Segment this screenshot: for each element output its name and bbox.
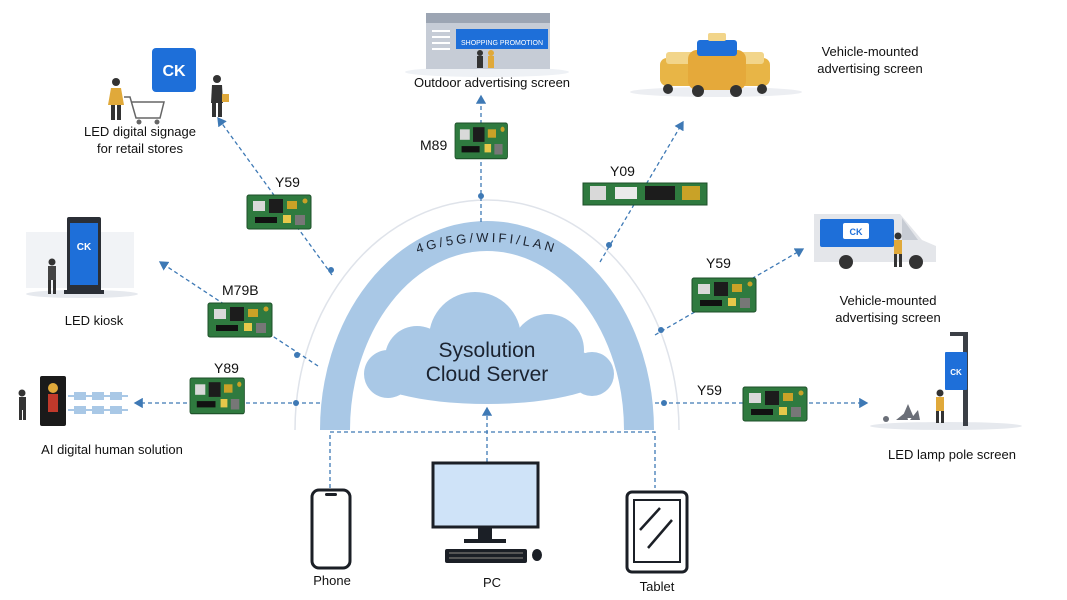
person-icon (18, 376, 128, 426)
controller-label-m89: M89 (420, 137, 447, 153)
kiosk-brand-logo: CK (77, 242, 92, 253)
app-label-kiosk: LED kiosk (65, 313, 124, 328)
taxi-icon (630, 33, 802, 97)
controller-board-icon (742, 386, 808, 422)
connector-device-bus (329, 431, 656, 488)
connector-vehicle-top (599, 120, 684, 263)
kiosk-icon: CK (26, 217, 138, 298)
outdoor-sign-text: SHOPPING PROMOTION (461, 40, 543, 47)
network-arc (320, 221, 654, 431)
app-label-vehicle-top-line1: Vehicle-mounted (822, 44, 919, 59)
device-label-tablet: Tablet (640, 579, 675, 594)
outer-range-arc (294, 199, 680, 431)
controller-label-y59-top-left: Y59 (275, 174, 300, 190)
device-label-pc: PC (483, 575, 501, 590)
app-label-lamp-pole: LED lamp pole screen (888, 447, 1016, 462)
lamp-brand-logo: CK (950, 368, 962, 377)
controller-label-y89: Y89 (214, 360, 239, 376)
cloud-icon (364, 292, 614, 404)
lamp-pole-icon: CK (870, 332, 1022, 430)
controller-label-y59-right-lower: Y59 (697, 382, 722, 398)
connector-retail (217, 116, 333, 276)
phone-icon (310, 488, 352, 570)
van-icon: CK (814, 214, 936, 269)
cloud-server-title-line2: Cloud Server (426, 363, 549, 386)
app-label-retail-line2: for retail stores (97, 141, 183, 156)
device-label-phone: Phone (313, 573, 351, 588)
app-label-outdoor: Outdoor advertising screen (414, 75, 570, 90)
cloud-server-title-line1: Sysolution (439, 339, 536, 362)
app-label-retail-line1: LED digital signage (84, 124, 196, 139)
app-label-vehicle-van-line2: advertising screen (835, 310, 941, 325)
app-label-vehicle-van-line1: Vehicle-mounted (840, 293, 937, 308)
retail-brand-logo: CK (162, 63, 186, 80)
controller-board-icon (691, 277, 757, 313)
app-label-ai-human: AI digital human solution (41, 442, 183, 457)
controller-board-icon (207, 302, 273, 338)
tablet-icon (625, 490, 689, 574)
monitor-icon (431, 461, 542, 563)
shopping-cart-icon: CK (108, 48, 229, 125)
controller-board-icon (189, 377, 245, 415)
controller-label-y09: Y09 (610, 163, 635, 179)
storefront-icon (405, 13, 569, 77)
controller-board-icon (582, 182, 708, 206)
van-brand-logo: CK (850, 227, 863, 237)
controller-board-icon (454, 122, 509, 160)
controller-label-m79b: M79B (222, 282, 259, 298)
app-label-vehicle-top-line2: advertising screen (817, 61, 923, 76)
controller-board-icon (246, 194, 312, 230)
controller-label-y59-right-upper: Y59 (706, 255, 731, 271)
